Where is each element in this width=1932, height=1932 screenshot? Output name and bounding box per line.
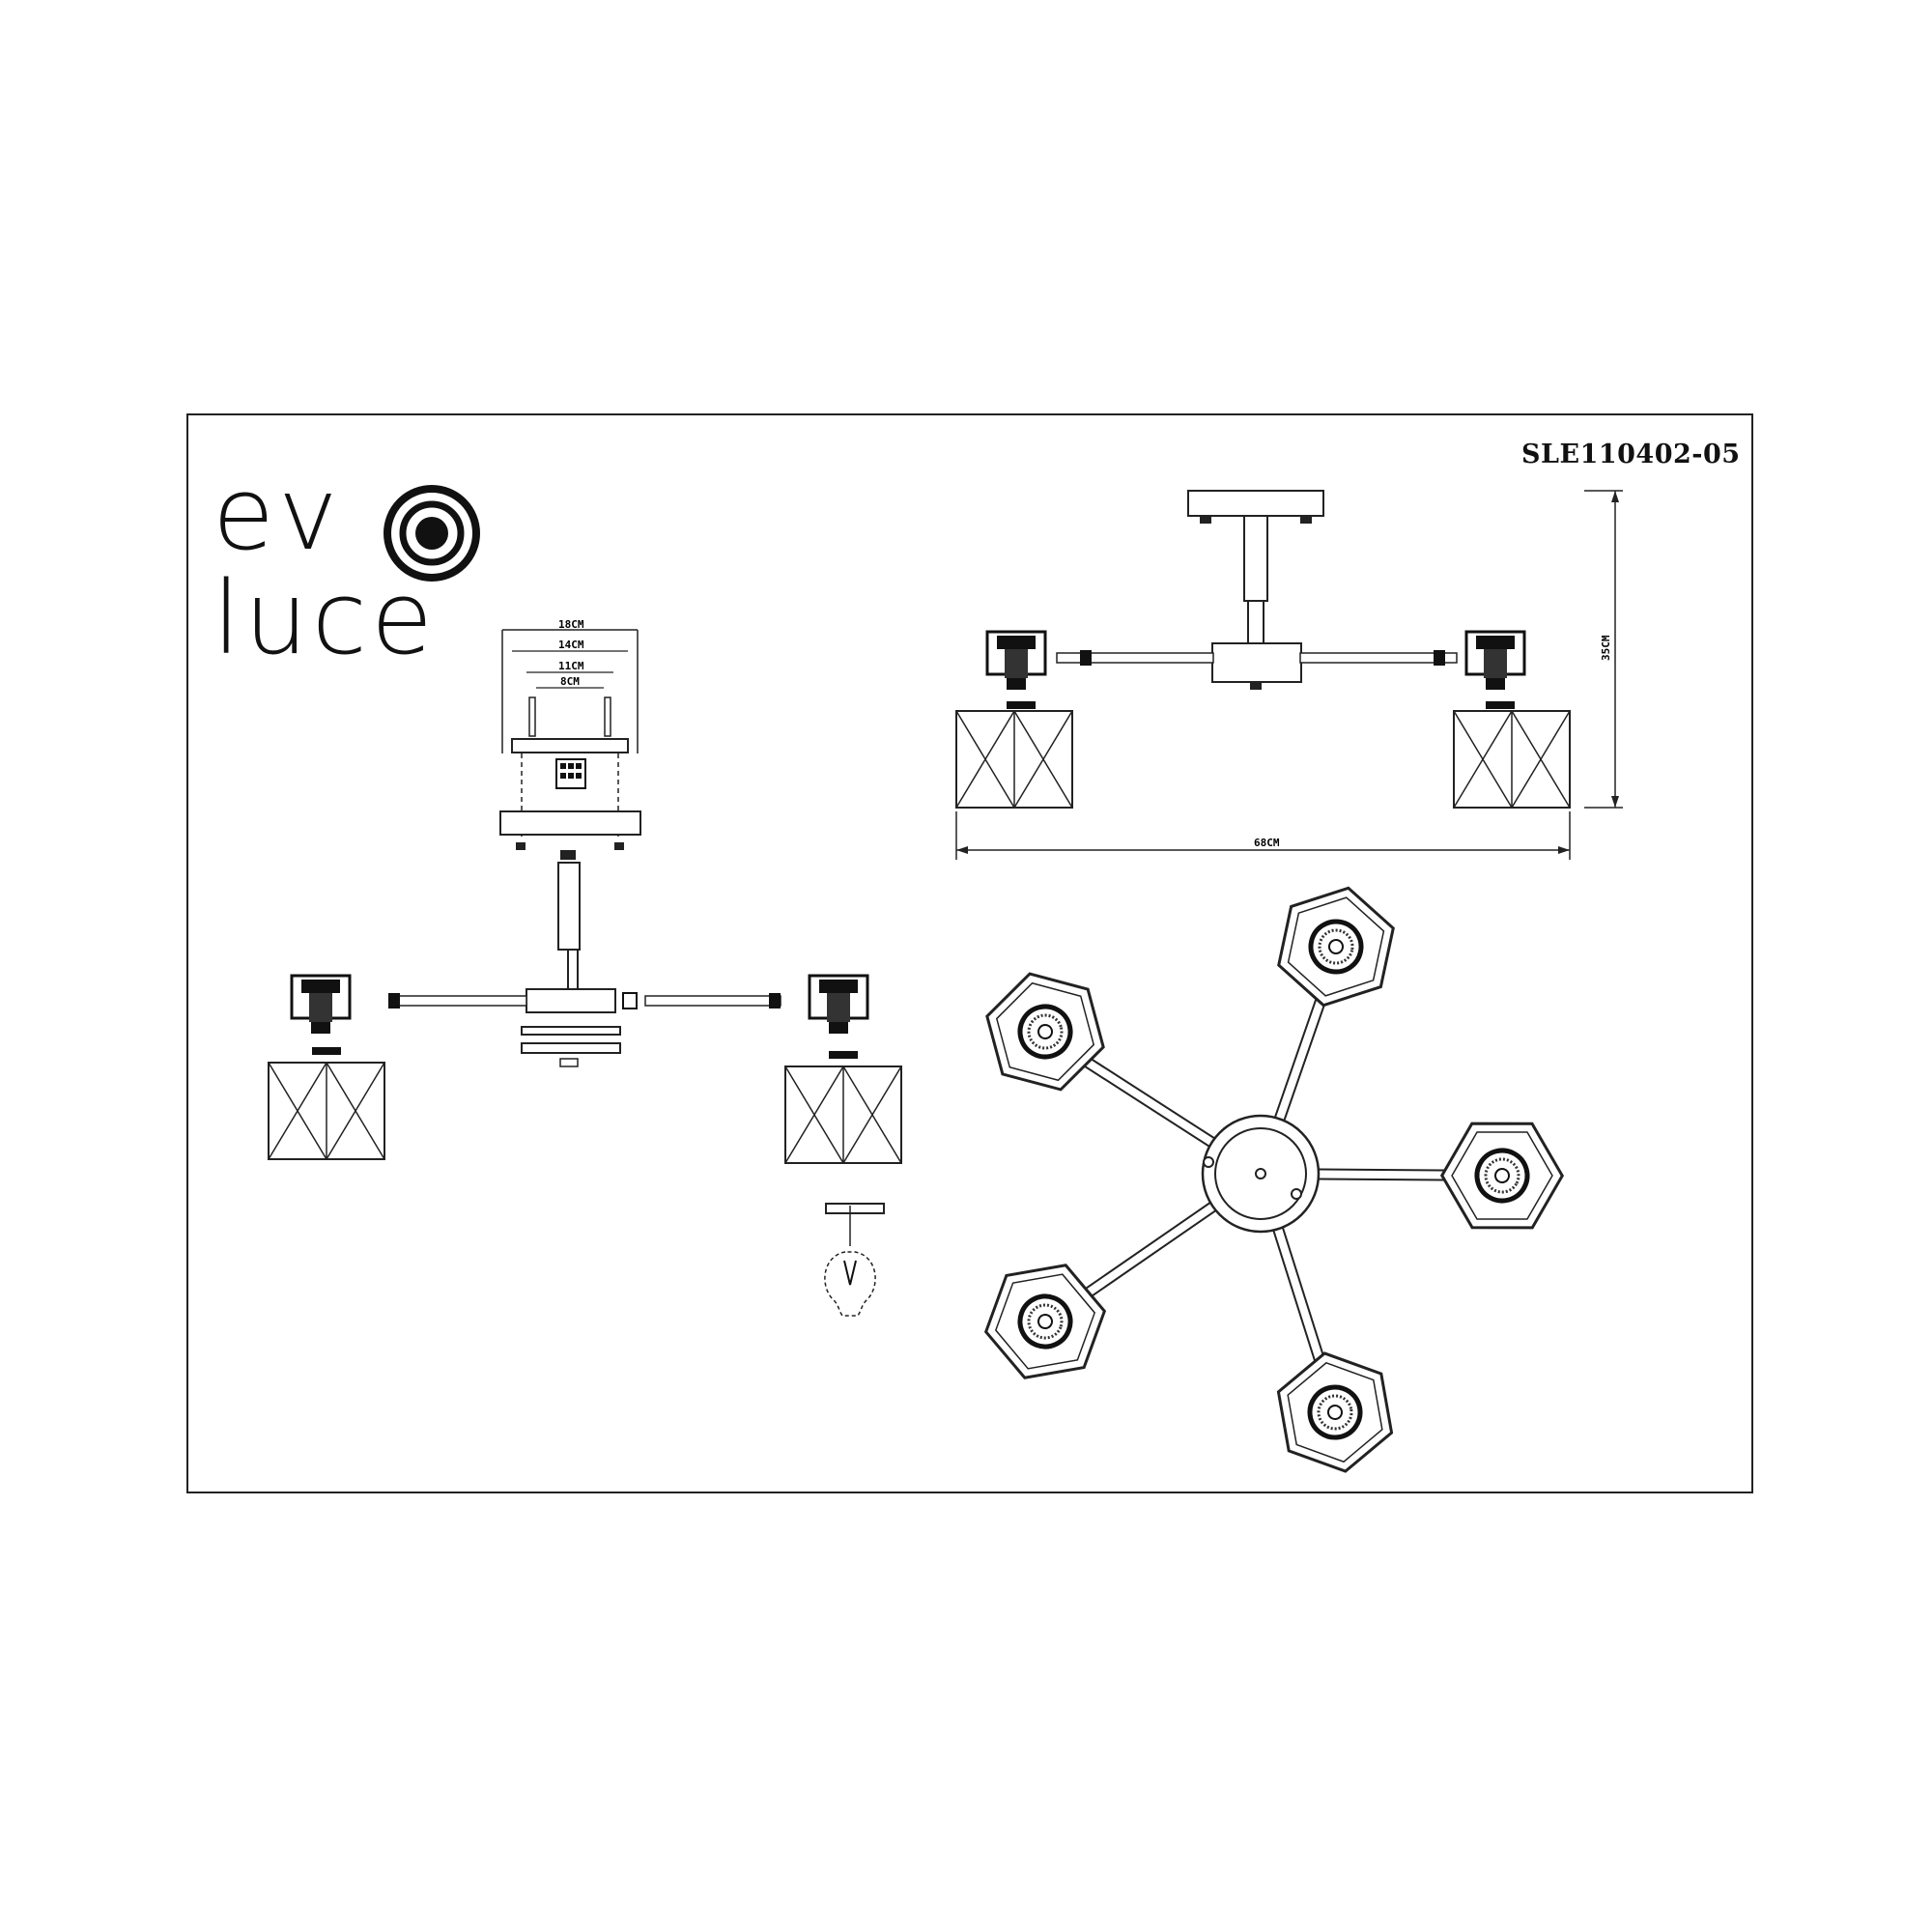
concentric-circle-logo-icon (384, 485, 480, 582)
side-exploded-view: 18CM 14CM 11CM 8CM (268, 618, 902, 1317)
logo-text-ev: ev (213, 455, 342, 573)
drawing-frame (186, 413, 1753, 1493)
model-number: SLE110402-05 (1521, 440, 1741, 469)
brand-logo: ev luce (213, 462, 437, 670)
dim-label-11cm: 11CM (558, 660, 584, 672)
dim-label-68cm: 68CM (1254, 837, 1280, 849)
logo-text-luce: luce (213, 559, 437, 677)
dim-label-8cm: 8CM (560, 675, 580, 688)
dim-label-35cm: 35CM (1600, 635, 1612, 661)
dim-label-18cm: 18CM (558, 618, 584, 631)
front-elevation-view: 68CM 35CM (955, 490, 1623, 860)
top-plan-view (976, 877, 1577, 1480)
dim-label-14cm: 14CM (558, 639, 584, 651)
